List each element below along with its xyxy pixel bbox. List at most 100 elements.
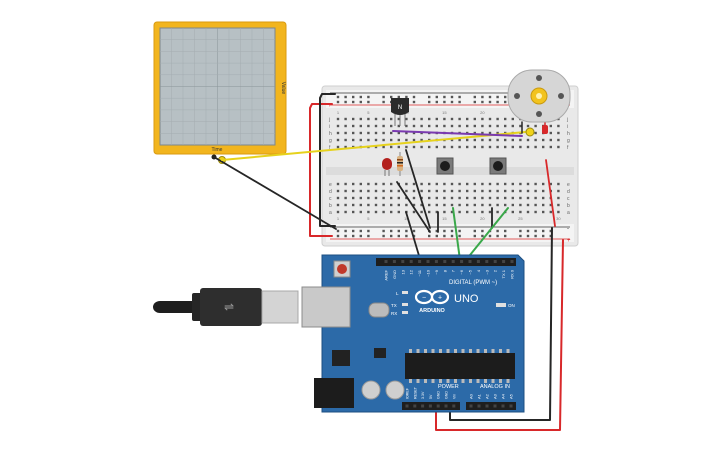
button-2-cap[interactable] [493, 161, 503, 171]
breadboard-hole[interactable] [359, 189, 362, 193]
breadboard-hole[interactable] [450, 182, 454, 186]
rail-hole[interactable] [344, 234, 347, 238]
breadboard-hole[interactable] [382, 182, 385, 186]
breadboard-hole[interactable] [511, 117, 514, 121]
breadboard-hole[interactable] [390, 138, 393, 142]
breadboard-hole[interactable] [450, 196, 454, 200]
rail-hole[interactable] [352, 234, 355, 238]
breadboard-hole[interactable] [496, 196, 499, 200]
rail-hole[interactable] [435, 100, 438, 104]
breadboard-hole[interactable] [481, 145, 484, 149]
rail-hole[interactable] [390, 229, 393, 233]
breadboard-hole[interactable] [359, 117, 362, 121]
breadboard-hole[interactable] [405, 203, 408, 207]
header-pin[interactable] [477, 404, 481, 408]
breadboard-hole[interactable] [511, 196, 514, 200]
breadboard-hole[interactable] [435, 189, 438, 193]
breadboard-hole[interactable] [412, 189, 416, 193]
breadboard-hole[interactable] [549, 131, 552, 135]
pushbutton-2[interactable] [489, 157, 507, 175]
breadboard-hole[interactable] [526, 210, 530, 214]
breadboard-hole[interactable] [420, 203, 423, 207]
breadboard-hole[interactable] [526, 124, 530, 128]
breadboard-hole[interactable] [511, 182, 514, 186]
breadboard-hole[interactable] [405, 117, 408, 121]
breadboard-hole[interactable] [466, 210, 469, 214]
breadboard-hole[interactable] [458, 124, 461, 128]
breadboard-hole[interactable] [352, 196, 355, 200]
breadboard-hole[interactable] [519, 138, 522, 142]
breadboard-hole[interactable] [359, 196, 362, 200]
breadboard-hole[interactable] [473, 182, 476, 186]
breadboard-hole[interactable] [450, 117, 454, 121]
breadboard-hole[interactable] [504, 203, 507, 207]
breadboard-hole[interactable] [382, 196, 385, 200]
breadboard-hole[interactable] [466, 196, 469, 200]
breadboard-hole[interactable] [367, 182, 370, 186]
rail-hole[interactable] [519, 234, 522, 238]
rail-hole[interactable] [443, 100, 446, 104]
rail-hole[interactable] [397, 229, 400, 233]
breadboard-hole[interactable] [344, 203, 347, 207]
rail-hole[interactable] [542, 234, 545, 238]
breadboard-hole[interactable] [435, 182, 438, 186]
rail-hole[interactable] [367, 229, 370, 233]
breadboard-hole[interactable] [428, 189, 431, 193]
probe-connection-point[interactable] [525, 127, 535, 137]
breadboard-hole[interactable] [336, 196, 340, 200]
breadboard-hole[interactable] [557, 196, 560, 200]
rail-hole[interactable] [397, 95, 400, 99]
breadboard-hole[interactable] [450, 189, 454, 193]
breadboard-hole[interactable] [336, 189, 340, 193]
breadboard-hole[interactable] [443, 189, 446, 193]
dc-motor[interactable] [507, 69, 571, 123]
breadboard-hole[interactable] [542, 210, 545, 214]
breadboard-hole[interactable] [405, 124, 408, 128]
breadboard-hole[interactable] [336, 138, 340, 142]
breadboard-hole[interactable] [481, 189, 484, 193]
breadboard-hole[interactable] [390, 203, 393, 207]
breadboard-hole[interactable] [488, 117, 492, 121]
header-pin[interactable] [436, 404, 440, 408]
breadboard-hole[interactable] [428, 182, 431, 186]
wire-black-bb-to-arduino[interactable] [405, 211, 421, 260]
breadboard-hole[interactable] [549, 145, 552, 149]
breadboard-hole[interactable] [473, 131, 476, 135]
breadboard-hole[interactable] [549, 138, 552, 142]
rail-hole[interactable] [435, 229, 438, 233]
breadboard-hole[interactable] [534, 138, 537, 142]
rail-hole[interactable] [458, 234, 461, 238]
breadboard-hole[interactable] [428, 196, 431, 200]
breadboard-hole[interactable] [542, 203, 545, 207]
breadboard-hole[interactable] [557, 210, 560, 214]
breadboard-hole[interactable] [473, 196, 476, 200]
breadboard-hole[interactable] [542, 145, 545, 149]
breadboard-hole[interactable] [481, 131, 484, 135]
rail-hole[interactable] [473, 234, 476, 238]
rail-hole[interactable] [382, 229, 385, 233]
rail-hole[interactable] [496, 234, 499, 238]
header-pin[interactable] [485, 260, 489, 263]
breadboard-hole[interactable] [443, 196, 446, 200]
breadboard-hole[interactable] [405, 145, 408, 149]
breadboard-hole[interactable] [359, 203, 362, 207]
breadboard-hole[interactable] [435, 210, 438, 214]
wire-purple[interactable] [392, 130, 523, 137]
breadboard-hole[interactable] [344, 189, 347, 193]
breadboard-hole[interactable] [412, 124, 416, 128]
wire-black-left-rail[interactable] [319, 93, 336, 227]
wire-red-right-bb[interactable] [545, 159, 556, 227]
breadboard-hole[interactable] [382, 145, 385, 149]
breadboard-hole[interactable] [557, 131, 560, 135]
breadboard-hole[interactable] [352, 117, 355, 121]
rail-hole[interactable] [344, 100, 347, 104]
breadboard-hole[interactable] [526, 203, 530, 207]
header-pin[interactable] [452, 404, 456, 408]
rail-hole[interactable] [367, 100, 370, 104]
breadboard-hole[interactable] [397, 145, 400, 149]
breadboard-hole[interactable] [420, 138, 423, 142]
breadboard-hole[interactable] [466, 117, 469, 121]
breadboard-hole[interactable] [450, 138, 454, 142]
breadboard-hole[interactable] [557, 138, 560, 142]
breadboard-hole[interactable] [374, 196, 378, 200]
